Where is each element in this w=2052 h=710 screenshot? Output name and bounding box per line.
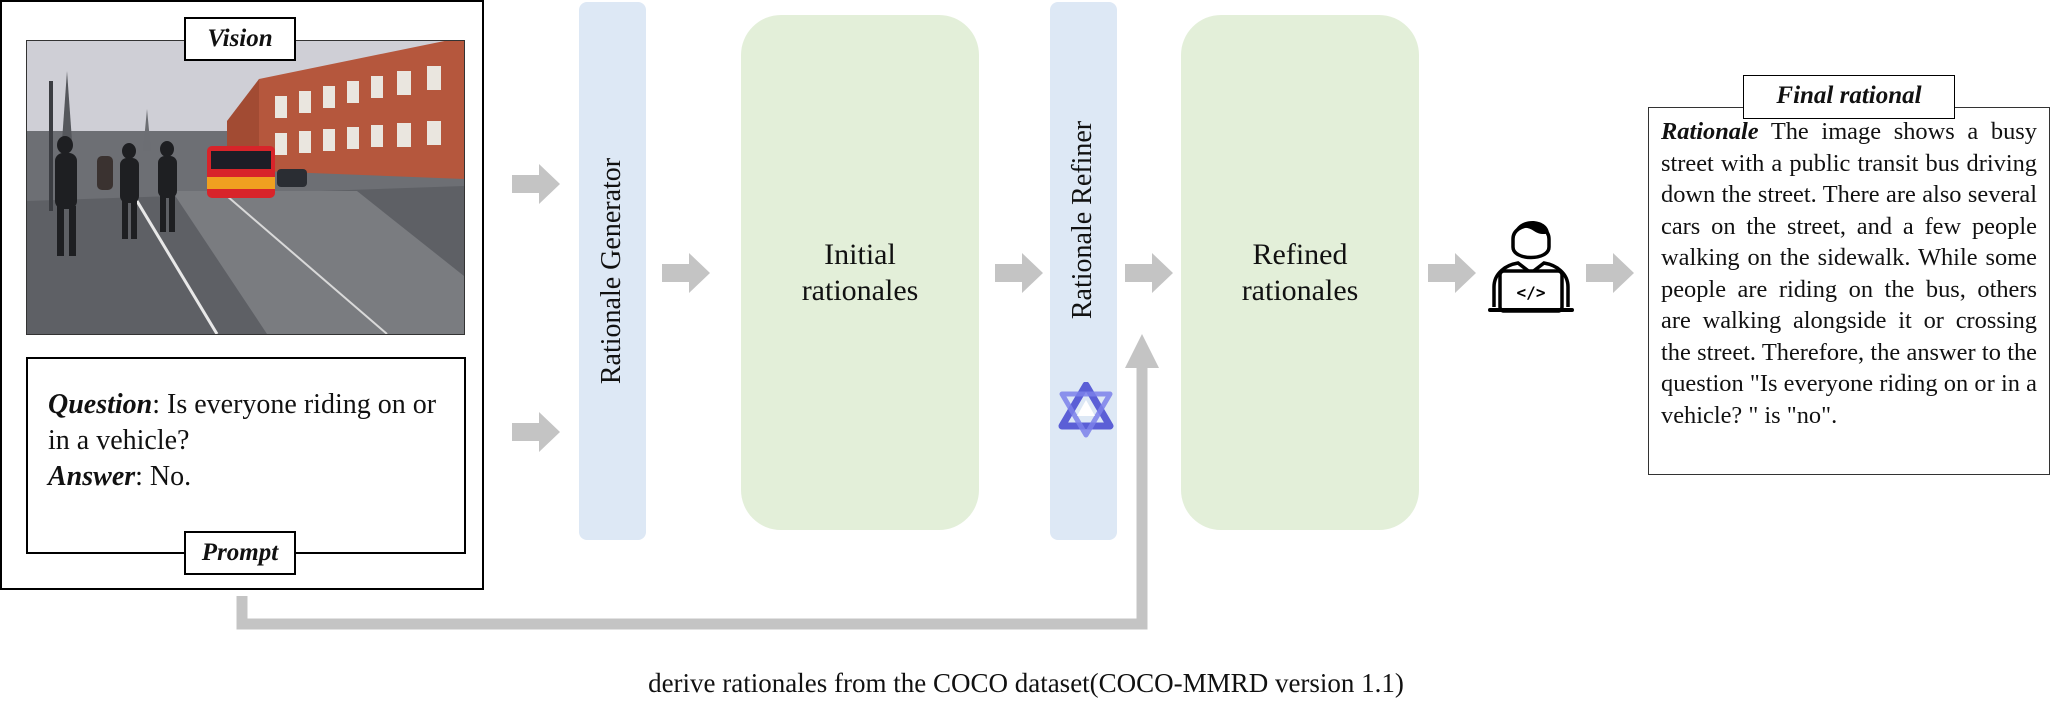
rationale-refiner-label: Rationale Refiner	[1067, 120, 1099, 320]
initial-rationales-label: Initial rationales	[801, 237, 919, 307]
generator-to-initial-arrow	[662, 253, 710, 293]
initial-to-refiner-arrow	[995, 253, 1043, 293]
final-rational-label: Final rational	[1743, 75, 1955, 119]
refined-rationales-label: Refined rationales	[1241, 237, 1359, 307]
question-line: Question: Is everyone riding on or in a …	[48, 387, 446, 459]
rationale-generator-bar: Rationale Generator	[579, 2, 646, 540]
input-panel	[0, 0, 484, 590]
prompt-to-generator-arrow	[512, 412, 560, 452]
final-rationale-text: The image shows a busy street with a pub…	[1661, 118, 2037, 429]
prompt-box: Question: Is everyone riding on or in a …	[26, 357, 466, 554]
vision-street-photo	[26, 40, 465, 335]
figure-caption: derive rationales from the COCO dataset(…	[648, 668, 1404, 698]
human-annotator-laptop-icon: </>	[1486, 203, 1576, 318]
question-text: : Is everyone riding on or in a vehicle?	[48, 389, 437, 456]
annotator-to-final-arrow	[1586, 253, 1634, 293]
rationale-refiner-bar: Rationale Refiner	[1050, 2, 1117, 540]
vision-label: Vision	[184, 17, 296, 61]
qwen-logo-icon	[1058, 381, 1114, 443]
answer-text: : No.	[135, 461, 192, 492]
vision-to-generator-arrow	[512, 164, 560, 204]
rationale-label: Rationale	[1661, 118, 1759, 145]
street-photo	[27, 41, 464, 334]
rationale-generator-label: Rationale Generator	[596, 157, 628, 385]
refined-rationales-block: Refined rationales	[1181, 15, 1419, 530]
final-rationale-box: Rationale The image shows a busy street …	[1648, 107, 2050, 475]
question-label: Question	[48, 389, 153, 420]
answer-label: Answer	[48, 461, 136, 492]
refined-to-annotator-arrow	[1428, 253, 1476, 293]
prompt-label: Prompt	[184, 531, 296, 575]
initial-rationales-block: Initial rationales	[741, 15, 979, 530]
svg-text:</>: </>	[1517, 283, 1546, 302]
refiner-to-refined-arrow	[1125, 253, 1173, 293]
answer-line: Answer: No.	[48, 459, 446, 495]
